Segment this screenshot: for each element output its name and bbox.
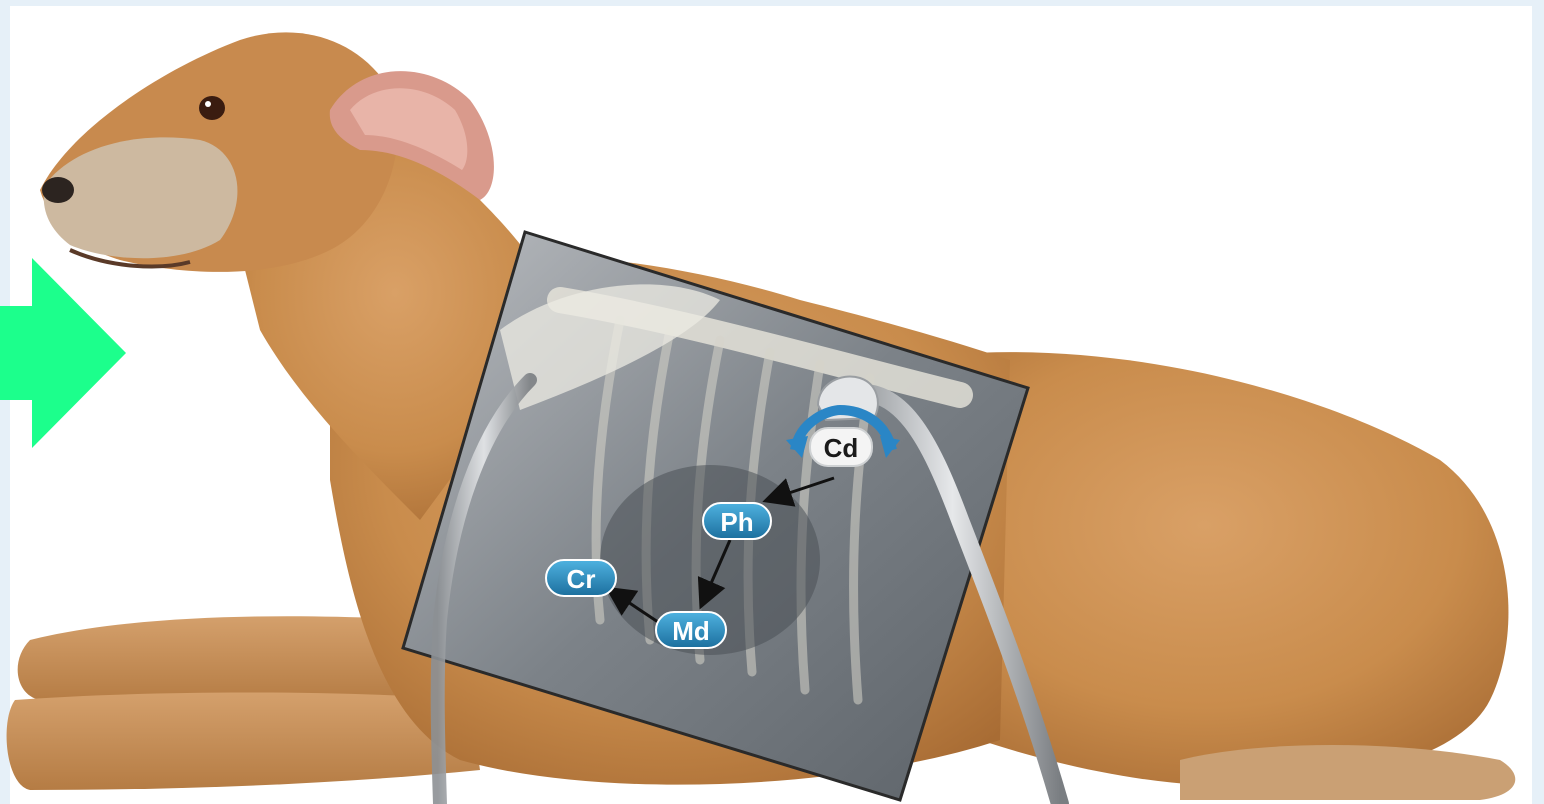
right-arrow-icon[interactable] (0, 258, 130, 448)
label-cd: Cd (810, 428, 872, 466)
dog-hind-paw (1180, 745, 1515, 800)
dog-nose (42, 177, 74, 203)
label-cr-text: Cr (567, 564, 596, 594)
dog-eye (199, 96, 225, 120)
label-cr: Cr (546, 560, 616, 596)
label-cd-text: Cd (824, 433, 859, 463)
label-md-text: Md (672, 616, 710, 646)
label-ph: Ph (703, 503, 771, 539)
label-ph-text: Ph (720, 507, 753, 537)
label-md: Md (656, 612, 726, 648)
